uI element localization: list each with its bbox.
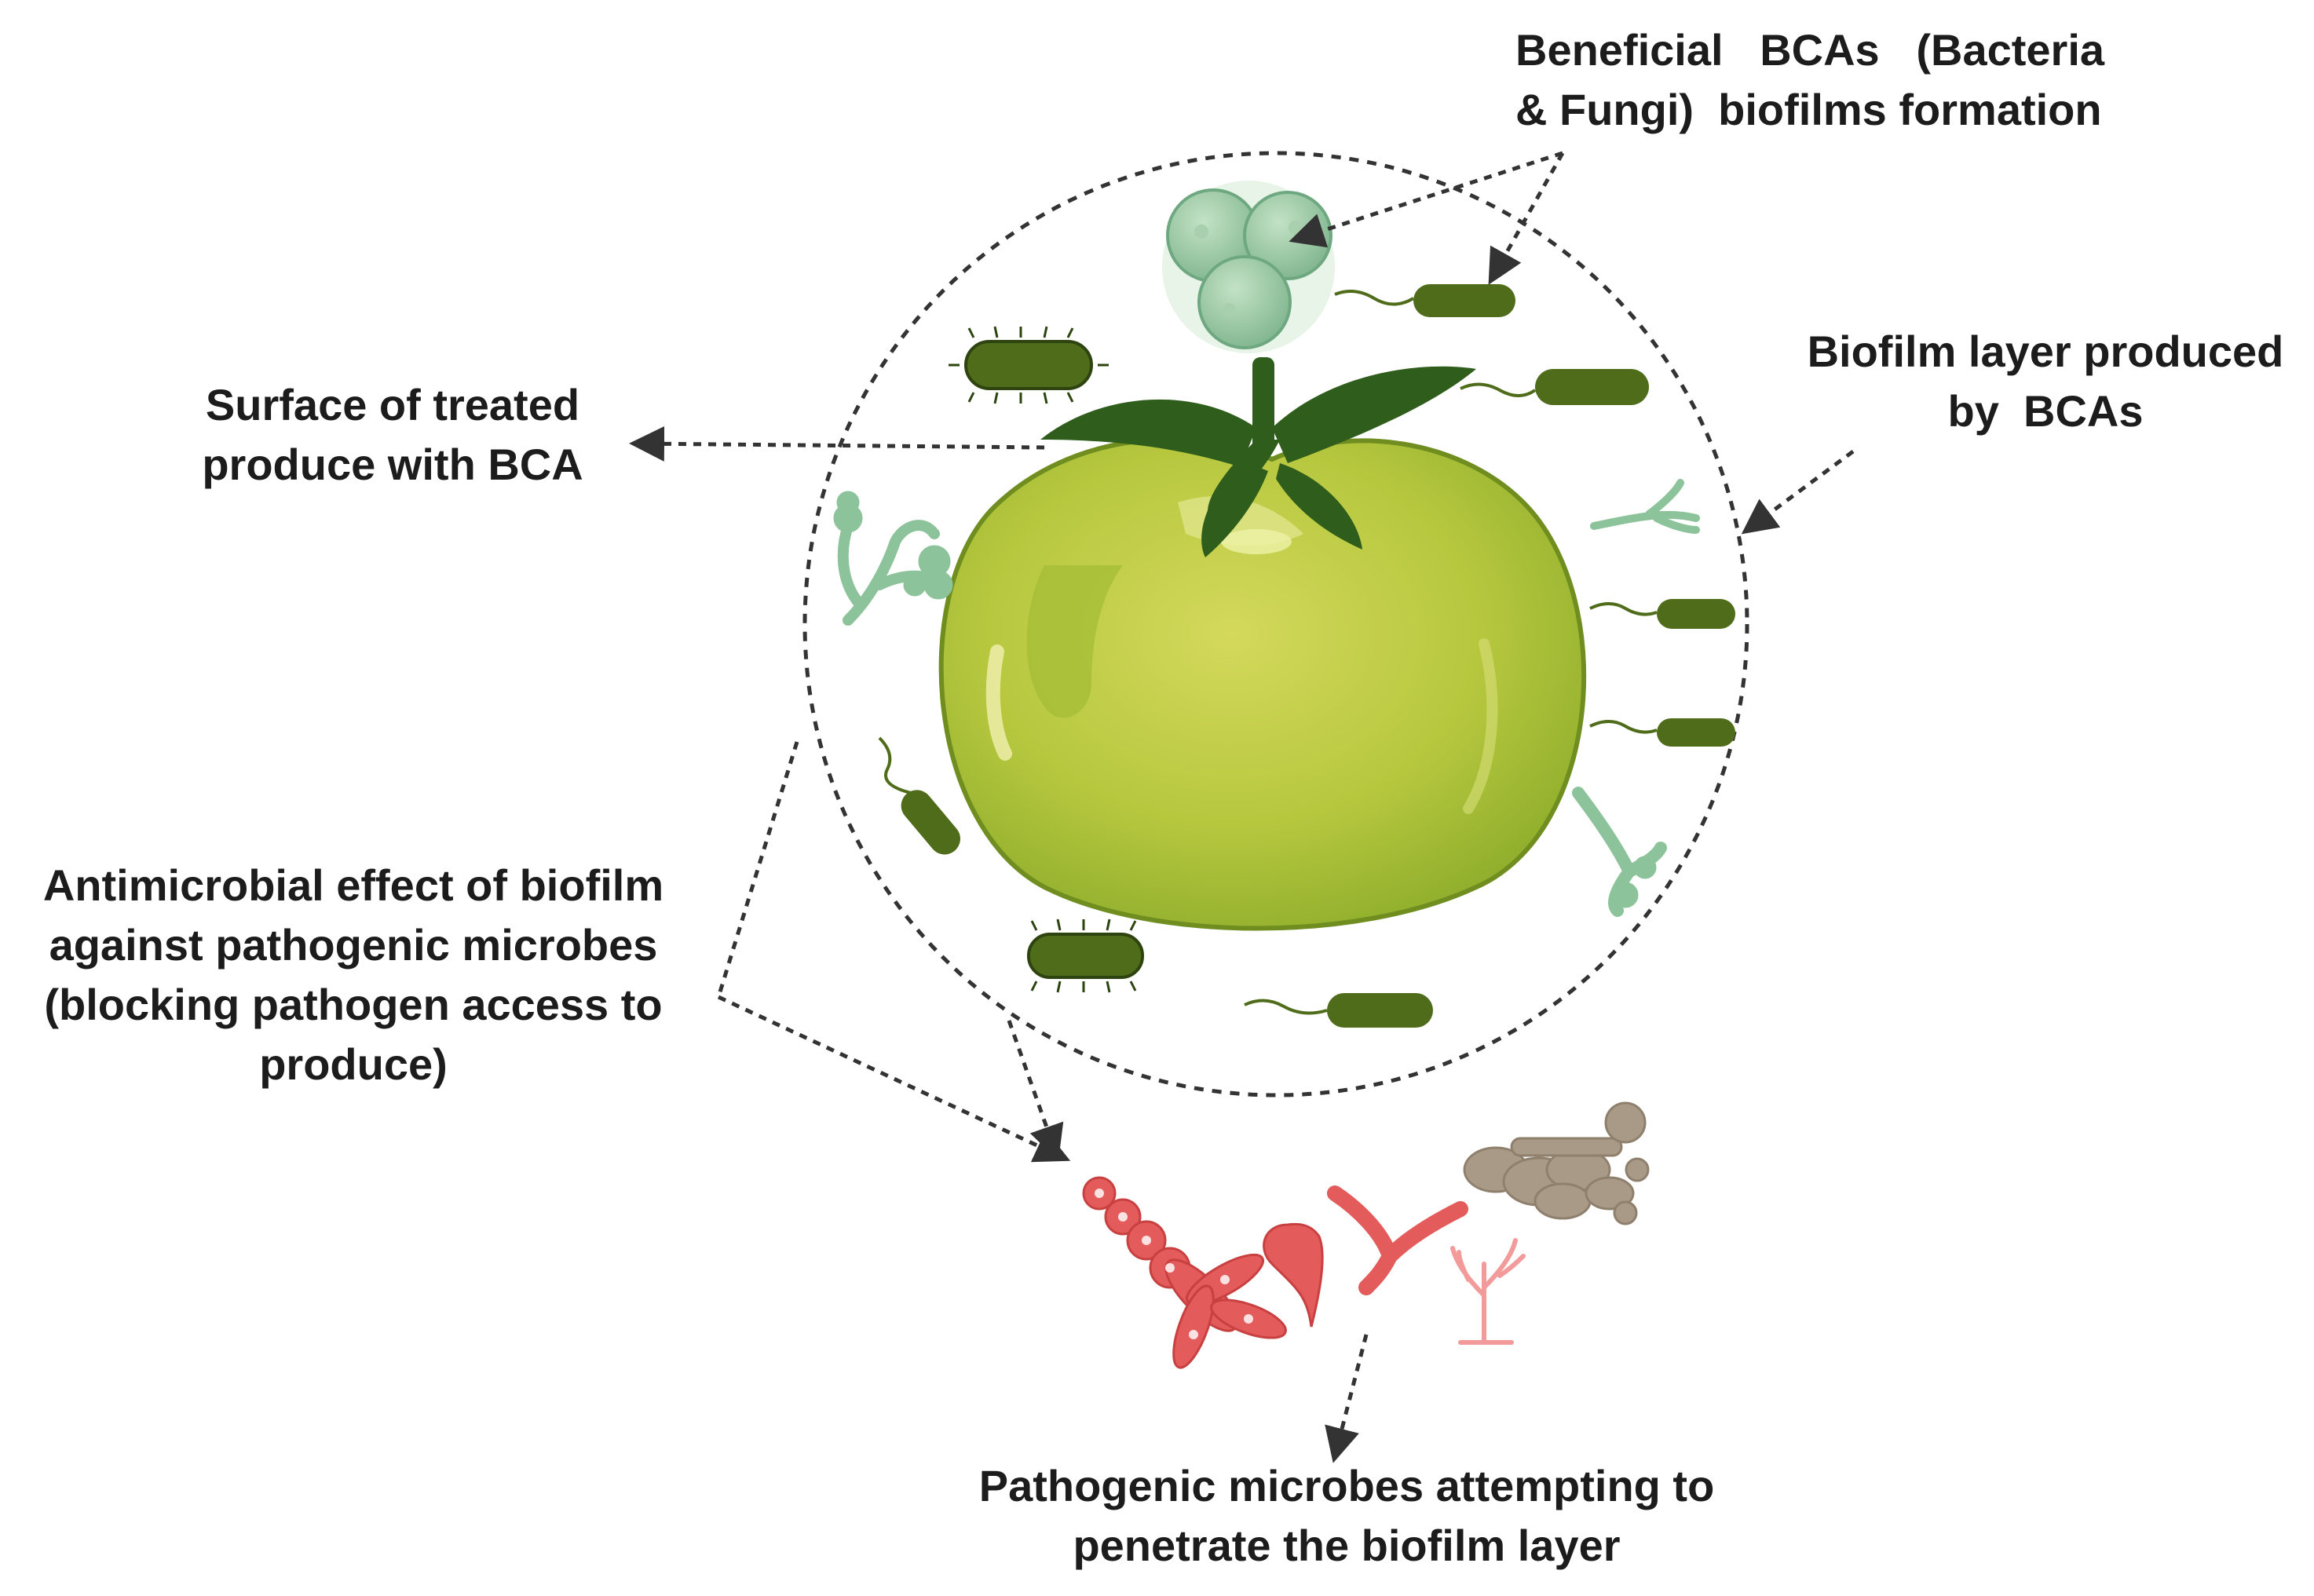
label-antimicrobial-effect-line1: Antimicrobial effect of biofilm	[42, 860, 664, 910]
fungal-spore-cluster-icon	[1162, 181, 1335, 353]
rod-bacterium-icon	[1589, 599, 1735, 629]
label-biofilm-layer-line1: Biofilm layer produced	[1807, 327, 2284, 376]
label-antimicrobial-effect-line3: (blocking pathogen access to	[44, 980, 663, 1029]
rod-bacterium-icon	[1589, 718, 1735, 747]
biofilm-layer-circle	[802, 151, 1749, 1097]
rod-bacterium-icon	[1460, 369, 1649, 405]
label-pathogenic-microbes-line2: penetrate the biofilm layer	[1073, 1521, 1621, 1570]
label-pathogenic-microbes: Pathogenic microbes attempting to penetr…	[911, 1456, 1782, 1576]
tomato-icon	[938, 436, 1587, 931]
label-treated-surface-line2: produce with BCA	[202, 440, 583, 489]
rod-bacterium-icon	[1334, 284, 1515, 317]
beneficial-hyphae-icon	[833, 491, 953, 626]
tomato-calyx-icon	[1040, 357, 1476, 557]
beneficial-hyphae-icon	[1590, 479, 1700, 534]
label-antimicrobial-effect-line2: against pathogenic microbes	[49, 920, 658, 970]
label-biofilm-layer: Biofilm layer produced by BCAs	[1782, 322, 2309, 441]
ciliated-bacterium-icon	[1027, 919, 1144, 993]
label-biofilm-layer-line2: by BCAs	[1947, 386, 2144, 436]
label-antimicrobial-effect-line4: produce)	[259, 1039, 448, 1089]
rod-bacterium-icon	[1244, 993, 1433, 1028]
label-beneficial-bcas: Beneficial BCAs (Bacteria & Fungi) biofi…	[1515, 20, 2175, 140]
label-treated-surface: Surface of treated produce with BCA	[157, 375, 628, 495]
label-beneficial-bcas-line2: & Fungi) biofilms formation	[1515, 85, 2102, 134]
pathogen-cluster-icon	[1082, 1101, 1650, 1369]
label-antimicrobial-effect: Antimicrobial effect of biofilm against …	[8, 856, 699, 1094]
rod-bacterium-icon	[878, 736, 960, 855]
label-treated-surface-line1: Surface of treated	[205, 380, 580, 429]
annotation-arrows	[629, 151, 1855, 1463]
beneficial-hyphae-icon	[1572, 787, 1667, 917]
ciliated-bacterium-icon	[949, 326, 1109, 404]
label-beneficial-bcas-line1: Beneficial BCAs (Bacteria	[1515, 25, 2105, 75]
label-pathogenic-microbes-line1: Pathogenic microbes attempting to	[978, 1461, 1715, 1510]
